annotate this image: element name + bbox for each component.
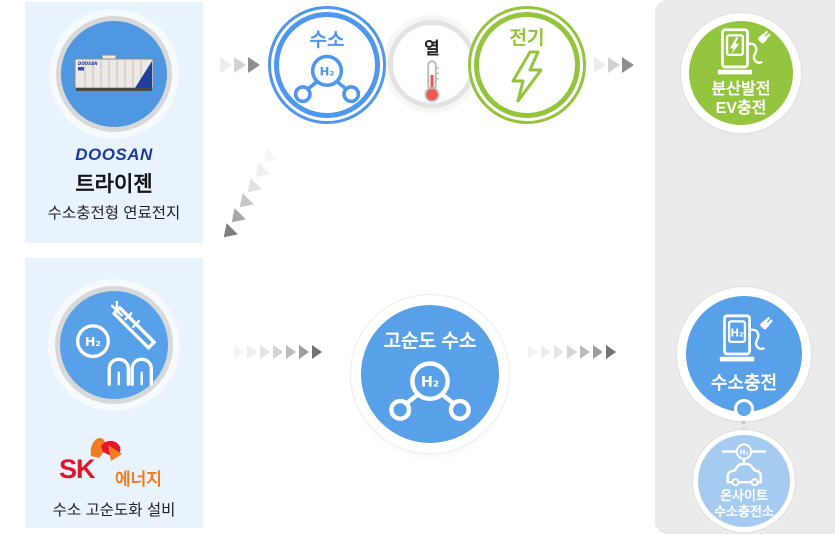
doosan-logo: DOOSAN: [75, 145, 153, 164]
h2-molecule-icon: H₂: [293, 54, 361, 104]
hydrogen-circle: 수소 H₂: [268, 6, 386, 124]
pure-hydrogen-label: 고순도 수소: [383, 331, 477, 352]
arrow-sk-to-pure-hydrogen: [234, 345, 322, 359]
onsite-station-label: 온사이트 수소충전소: [714, 488, 774, 519]
sk-logo-text: SK: [59, 454, 96, 484]
container-logo-label: DOOSAN: [78, 61, 98, 66]
sk-h2-formula: H₂: [85, 334, 101, 349]
h2-purification-plant-icon: H₂: [75, 301, 156, 386]
ev-station-line2: EV충전: [715, 100, 767, 117]
connector-dot: [734, 399, 754, 419]
hydrogen-charging-circle: H₂ 수소충전: [686, 296, 802, 412]
h2-molecule-icon: H₂: [389, 361, 471, 421]
sk-subtitle: 수소 고순도화 설비: [52, 502, 176, 519]
lightning-icon: [511, 50, 543, 103]
ev-charging-circle: 분산발전 EV충전: [689, 21, 793, 125]
pump-formula: H₂: [730, 327, 743, 339]
heat-circle: 열: [388, 20, 476, 108]
sk-butterfly-icon: [90, 438, 122, 461]
arrow-pure-hydrogen-to-charging: [528, 345, 616, 359]
arrow-electricity-to-ev: [594, 57, 634, 73]
onsite-line2: 수소충전소: [714, 503, 774, 519]
doosan-panel: DOOSAN DOOSAN 트라이젠 수소충전형 연료전지: [25, 2, 203, 243]
ev-charger-icon: [717, 28, 771, 75]
ev-station-label: 분산발전 EV충전: [712, 81, 771, 119]
arrow-doosan-to-energy: [220, 57, 260, 73]
hydrogen-formula: H₂: [320, 64, 335, 78]
pure-hydrogen-formula: H₂: [421, 375, 439, 391]
heat-label: 열: [424, 39, 440, 58]
h2-pump-icon: H₂: [719, 314, 773, 362]
connector-dotted-line: [742, 421, 745, 443]
onsite-line1: 온사이트: [720, 487, 768, 503]
thermometer-icon: [424, 60, 440, 103]
onsite-station-circle: H₂ 온사이트 수소충전소: [698, 435, 790, 527]
onsite-sign-formula: H₂: [740, 448, 749, 456]
hydrogen-label: 수소: [309, 30, 345, 51]
fuel-cell-container-icon: DOOSAN: [74, 54, 154, 91]
arrow-hydrogen-to-sk: [218, 148, 282, 250]
electricity-circle: 전기: [468, 6, 586, 124]
electricity-label: 전기: [509, 28, 545, 49]
doosan-subtitle: 수소충전형 연료전지: [47, 205, 181, 222]
sk-energy-logo: SK 에너지: [49, 434, 179, 492]
doosan-product-name: 트라이젠: [75, 173, 153, 196]
hydrogen-charging-label: 수소충전: [710, 373, 778, 393]
ev-station-line1: 분산발전: [711, 81, 771, 99]
sk-purification-circle: H₂: [55, 286, 173, 404]
h2-station-car-icon: H₂: [721, 443, 767, 487]
doosan-trigen-circle: DOOSAN: [56, 16, 172, 132]
sk-panel: H₂ SK 에너지 수소 고순도화 설비: [25, 258, 203, 528]
pure-hydrogen-circle: 고순도 수소 H₂: [361, 305, 499, 443]
sk-brand-text: 에너지: [115, 470, 162, 489]
